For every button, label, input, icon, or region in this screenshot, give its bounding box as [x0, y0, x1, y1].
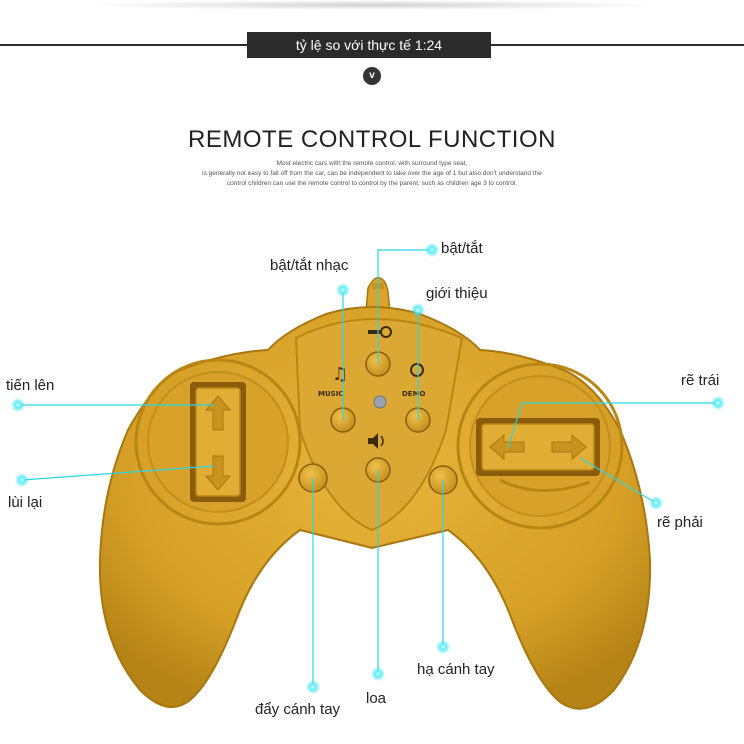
- demo-icon: [410, 363, 424, 377]
- center-panel: [294, 318, 464, 532]
- music-text: MUSIC: [318, 390, 343, 398]
- description-line: control children can use the remote cont…: [226, 180, 518, 187]
- description-line: Most electric cars with the remote contr…: [276, 160, 468, 167]
- demo-text: DEMO: [402, 390, 426, 398]
- chevron-down-icon[interactable]: v: [363, 67, 381, 85]
- scale-banner: tỷ lệ so với thực tế 1:24: [247, 32, 491, 58]
- page-title: REMOTE CONTROL FUNCTION: [188, 126, 556, 153]
- label-power: bật/tắt: [441, 240, 483, 257]
- power-icon: [368, 326, 392, 338]
- description-line: is generally not easy to fall off from t…: [202, 170, 542, 177]
- label-forward: tiến lên: [6, 377, 55, 394]
- label-turn-left: rẽ trái: [681, 372, 720, 389]
- label-lower-arm: hạ cánh tay: [417, 661, 495, 678]
- label-backward: lùi lại: [8, 494, 43, 511]
- top-shadow: [80, 0, 664, 10]
- music-note-icon: ♫: [332, 364, 348, 385]
- left-pad: [134, 358, 302, 526]
- label-speaker: loa: [366, 690, 387, 707]
- label-raise-arm: đẩy cánh tay: [255, 701, 341, 718]
- description: Most electric cars with the remote contr…: [160, 159, 584, 189]
- indicator-led: [373, 395, 387, 409]
- callout-lines: [18, 249, 718, 687]
- label-music: bật/tắt nhạc: [270, 257, 349, 274]
- callout-dots: [11, 243, 725, 694]
- label-intro: giới thiệu: [426, 285, 488, 302]
- right-pad: [456, 362, 624, 530]
- label-turn-right: rẽ phải: [657, 514, 703, 531]
- speaker-icon: [368, 433, 384, 449]
